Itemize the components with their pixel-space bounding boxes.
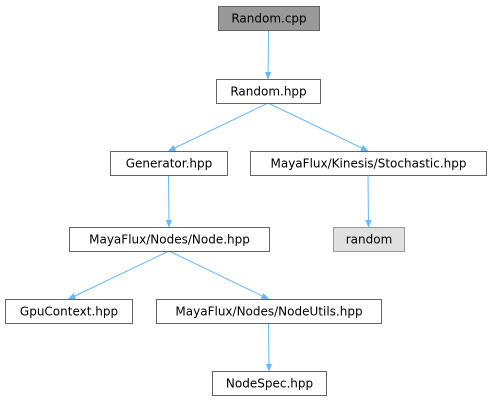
node-box <box>156 299 382 324</box>
node-label: Random.hpp <box>230 85 306 99</box>
node-label: NodeSpec.hpp <box>226 377 313 391</box>
edge-generator-hpp-to-mayaflux-nodes-node-hpp <box>165 174 173 228</box>
node-label: MayaFlux/Nodes/Node.hpp <box>89 233 250 247</box>
edge-random-cpp-to-random-hpp <box>264 29 272 80</box>
node-box <box>218 6 320 31</box>
edge-random-hpp-to-mayaflux-kinesis-stochastic-hpp <box>267 102 369 152</box>
node-box <box>110 151 228 176</box>
node-label: MayaFlux/Kinesis/Stochastic.hpp <box>271 157 467 171</box>
node-box <box>216 79 321 104</box>
node-label: Generator.hpp <box>126 157 213 171</box>
node-random[interactable]: random <box>333 227 405 252</box>
node-gpucontext-hpp[interactable]: GpuContext.hpp <box>5 299 133 324</box>
node-random-cpp[interactable]: Random.cpp <box>218 6 320 31</box>
edge-mayaflux-nodes-nodeutils-hpp-to-nodespec-hpp <box>265 322 273 372</box>
node-box <box>212 371 327 396</box>
edge-mayaflux-nodes-node-hpp-to-gpucontext-hpp <box>67 250 170 300</box>
node-nodespec-hpp[interactable]: NodeSpec.hpp <box>212 371 327 396</box>
node-mayaflux-nodes-node-hpp[interactable]: MayaFlux/Nodes/Node.hpp <box>69 227 270 252</box>
node-mayaflux-kinesis-stochastic-hpp[interactable]: MayaFlux/Kinesis/Stochastic.hpp <box>250 151 487 176</box>
node-box <box>250 151 487 176</box>
node-label: Random.cpp <box>231 12 306 26</box>
edge-random-hpp-to-generator-hpp <box>167 102 269 152</box>
node-box <box>5 299 133 324</box>
edges-layer <box>67 29 372 372</box>
node-box <box>69 227 270 252</box>
node-box <box>333 227 405 252</box>
node-generator-hpp[interactable]: Generator.hpp <box>110 151 228 176</box>
node-random-hpp[interactable]: Random.hpp <box>216 79 321 104</box>
edge-mayaflux-nodes-node-hpp-to-mayaflux-nodes-nodeutils-hpp <box>168 250 270 300</box>
node-label: MayaFlux/Nodes/NodeUtils.hpp <box>175 305 362 319</box>
node-mayaflux-nodes-nodeutils-hpp[interactable]: MayaFlux/Nodes/NodeUtils.hpp <box>156 299 382 324</box>
node-label: GpuContext.hpp <box>20 305 118 319</box>
edge-mayaflux-kinesis-stochastic-hpp-to-random <box>365 174 372 228</box>
node-label: random <box>346 233 393 247</box>
